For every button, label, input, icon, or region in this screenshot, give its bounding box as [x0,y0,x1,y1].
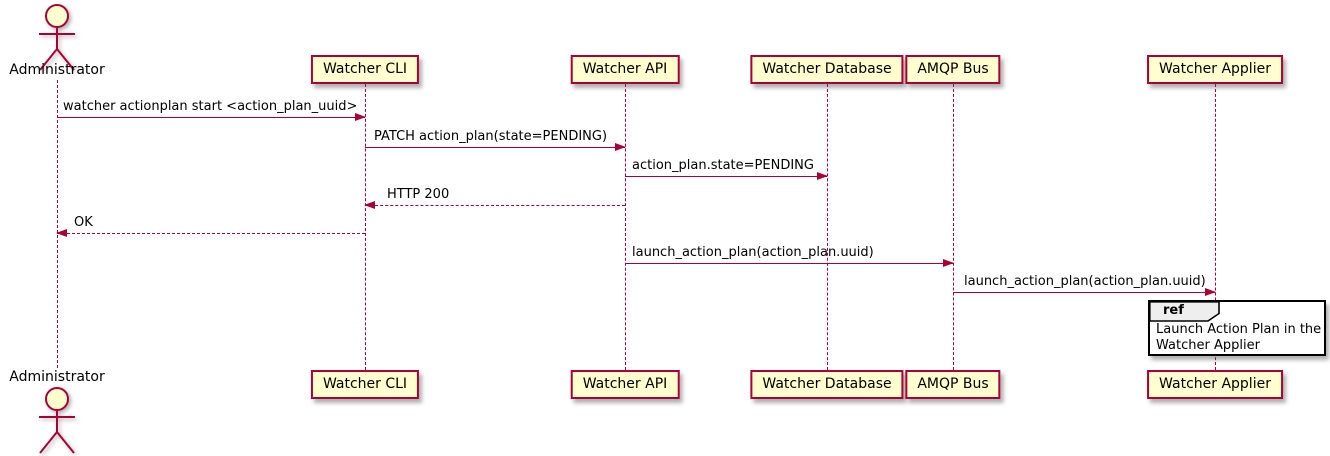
ref-keyword: ref [1163,303,1184,318]
participant-amqp-bus-bottom: AMQP Bus [905,370,1001,399]
arrow-right-icon [1205,288,1216,296]
arrow-right-icon [943,259,954,267]
message-line [365,205,625,206]
participant-watcher-api: Watcher API [570,55,680,84]
participant-watcher-api-bottom: Watcher API [570,370,680,399]
actor-label-bottom: Administrator [9,369,105,385]
ref-text-line2: Watcher Applier [1156,338,1260,353]
message-line [365,147,625,148]
participant-watcher-database: Watcher Database [750,55,904,84]
message-label: launch_action_plan(action_plan.uuid) [964,274,1206,289]
participant-amqp-bus: AMQP Bus [905,55,1001,84]
message-label: launch_action_plan(action_plan.uuid) [632,245,874,260]
message-line [57,233,365,234]
lifeline-administrator [56,80,58,368]
lifeline-watcher-applier [1214,84,1216,370]
arrow-left-icon [364,201,375,209]
message-line [625,263,953,264]
participant-watcher-database-bottom: Watcher Database [750,370,904,399]
message-line [57,117,365,118]
lifeline-watcher-api [624,84,626,370]
participant-watcher-applier-bottom: Watcher Applier [1147,370,1283,399]
participant-watcher-cli-bottom: Watcher CLI [310,370,420,399]
arrow-right-icon [615,143,626,151]
ref-header-pentagon-icon [1149,301,1220,322]
ref-text: Launch Action Plan in the Watcher Applie… [1156,322,1321,354]
lifeline-watcher-cli [364,84,366,370]
message-line [953,292,1215,293]
lifeline-watcher-database [826,84,828,370]
message-label: watcher actionplan start <action_plan_uu… [63,99,358,114]
actor-label: Administrator [9,62,105,78]
message-label: action_plan.state=PENDING [632,158,814,173]
arrow-left-icon [56,229,67,237]
ref-text-line1: Launch Action Plan in the [1156,322,1322,337]
arrow-right-icon [355,113,366,121]
participant-watcher-applier: Watcher Applier [1147,55,1283,84]
message-label: OK [74,215,93,230]
message-line [625,176,827,177]
message-label: HTTP 200 [387,187,450,202]
participant-watcher-cli: Watcher CLI [310,55,420,84]
message-label: PATCH action_plan(state=PENDING) [374,129,608,144]
lifeline-amqp-bus [952,84,954,370]
actor-icon [39,4,75,71]
actor-icon-bottom [39,387,75,454]
arrow-right-icon [817,172,828,180]
ref-fragment: ref Launch Action Plan in the Watcher Ap… [1148,300,1326,356]
